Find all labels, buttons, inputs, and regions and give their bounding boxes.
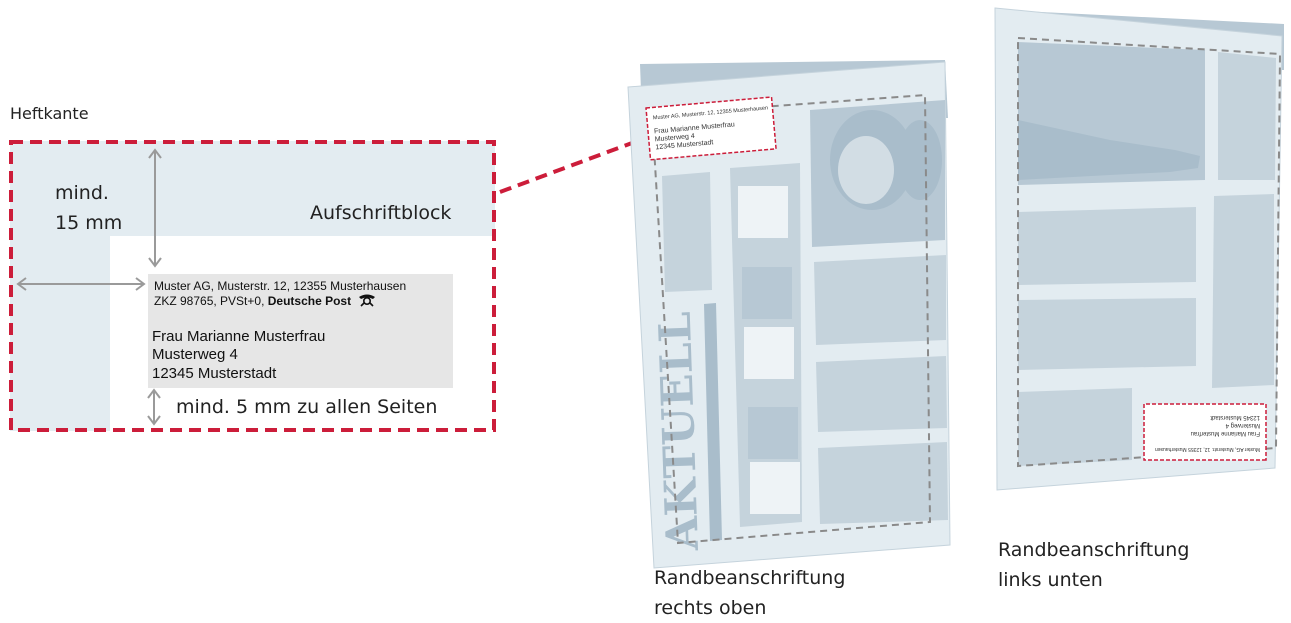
- brochure1-margin: [650, 93, 932, 545]
- brochure1-bar: [704, 303, 722, 541]
- brochure2-arm: [1018, 120, 1200, 180]
- brochure1-block-b: [814, 255, 946, 345]
- arrow-15mm: [148, 148, 162, 268]
- brochure1-address-label: Muster AG, Musterstr. 12, 12355 Musterha…: [645, 96, 777, 161]
- min-15mm-line2: 15 mm: [55, 212, 123, 234]
- brochure2-address-label: Muster AG, Musterstr. 12, 12355 Musterha…: [1143, 403, 1267, 461]
- sender-line-2: ZKZ 98765, PVSt+0, Deutsche Post: [154, 293, 377, 308]
- min-15mm-label: mind. 15 mm: [55, 178, 122, 238]
- deutsche-post-brand: Deutsche Post: [267, 294, 352, 308]
- connector-line: [499, 138, 641, 194]
- arrow-left-margin: [16, 277, 146, 291]
- caption-left-bottom-line2: links unten: [998, 569, 1103, 591]
- post-horn-icon: [359, 294, 376, 307]
- min-15mm-line1: mind.: [55, 182, 109, 204]
- sender-line-2-prefix: ZKZ 98765, PVSt+0,: [154, 294, 268, 308]
- brochure1-thumb-5: [750, 462, 800, 514]
- brochure2-block-c: [1018, 298, 1196, 370]
- brochure2-recipient-street: Musterweg 4: [1225, 422, 1260, 428]
- brochure1-thumb-4: [748, 407, 798, 459]
- min-5mm-label: mind. 5 mm zu allen Seiten: [176, 396, 438, 418]
- recipient-street: Musterweg 4: [152, 346, 238, 363]
- red-dashed-frame: [9, 140, 496, 432]
- brochure1-recipient-street: Musterweg 4: [655, 133, 696, 143]
- brochure2-block-e: [1212, 194, 1274, 388]
- brochure2-block-b: [1018, 207, 1196, 285]
- brochure1-thumb-3: [744, 327, 794, 379]
- brochure1-thumb-1: [738, 186, 788, 238]
- aufschriftblock-label: Aufschriftblock: [310, 202, 452, 224]
- arrow-5mm: [147, 388, 161, 426]
- brochure1-block-d: [818, 442, 948, 524]
- brochure2-margin: [1017, 36, 1282, 468]
- brochure2-block-a: [1218, 52, 1276, 180]
- caption-right-top: Randbeanschriftung rechts oben: [654, 563, 845, 623]
- brochure1-block-a: [662, 172, 712, 292]
- brochure2-recipient-name: Frau Marianne Musterfrau: [1191, 430, 1260, 436]
- brochure2-recipient-city: 12345 Musterstadt: [1210, 414, 1260, 420]
- recipient-name: Frau Marianne Musterfrau: [152, 328, 326, 345]
- heftkante-label: Heftkante: [10, 104, 89, 123]
- address-block: Muster AG, Musterstr. 12, 12355 Musterha…: [148, 274, 453, 388]
- brochure2-sender: Muster AG, Musterstr. 12, 12355 Musterha…: [1155, 446, 1260, 452]
- caption-right-top-line2: rechts oben: [654, 597, 767, 619]
- caption-right-top-line1: Randbeanschriftung: [654, 567, 846, 589]
- brochure1-block-c: [816, 356, 947, 432]
- brochure2-block-d: [1018, 388, 1132, 466]
- brochure-left-bottom: Muster AG, Musterstr. 12, 12355 Musterha…: [994, 7, 1284, 491]
- brochure1-title: AKTUELL: [650, 311, 709, 553]
- brochure1-face: [838, 136, 894, 204]
- brochure-right-top: AKTUELL Muster AG, Musterstr. 12, 12355 …: [627, 60, 951, 569]
- brochure1-thumb-2: [742, 267, 792, 319]
- caption-left-bottom: Randbeanschriftung links unten: [998, 535, 1189, 595]
- recipient-city: 12345 Musterstadt: [152, 365, 277, 382]
- caption-left-bottom-line1: Randbeanschriftung: [998, 539, 1190, 561]
- sender-line-1: Muster AG, Musterstr. 12, 12355 Musterha…: [154, 279, 407, 293]
